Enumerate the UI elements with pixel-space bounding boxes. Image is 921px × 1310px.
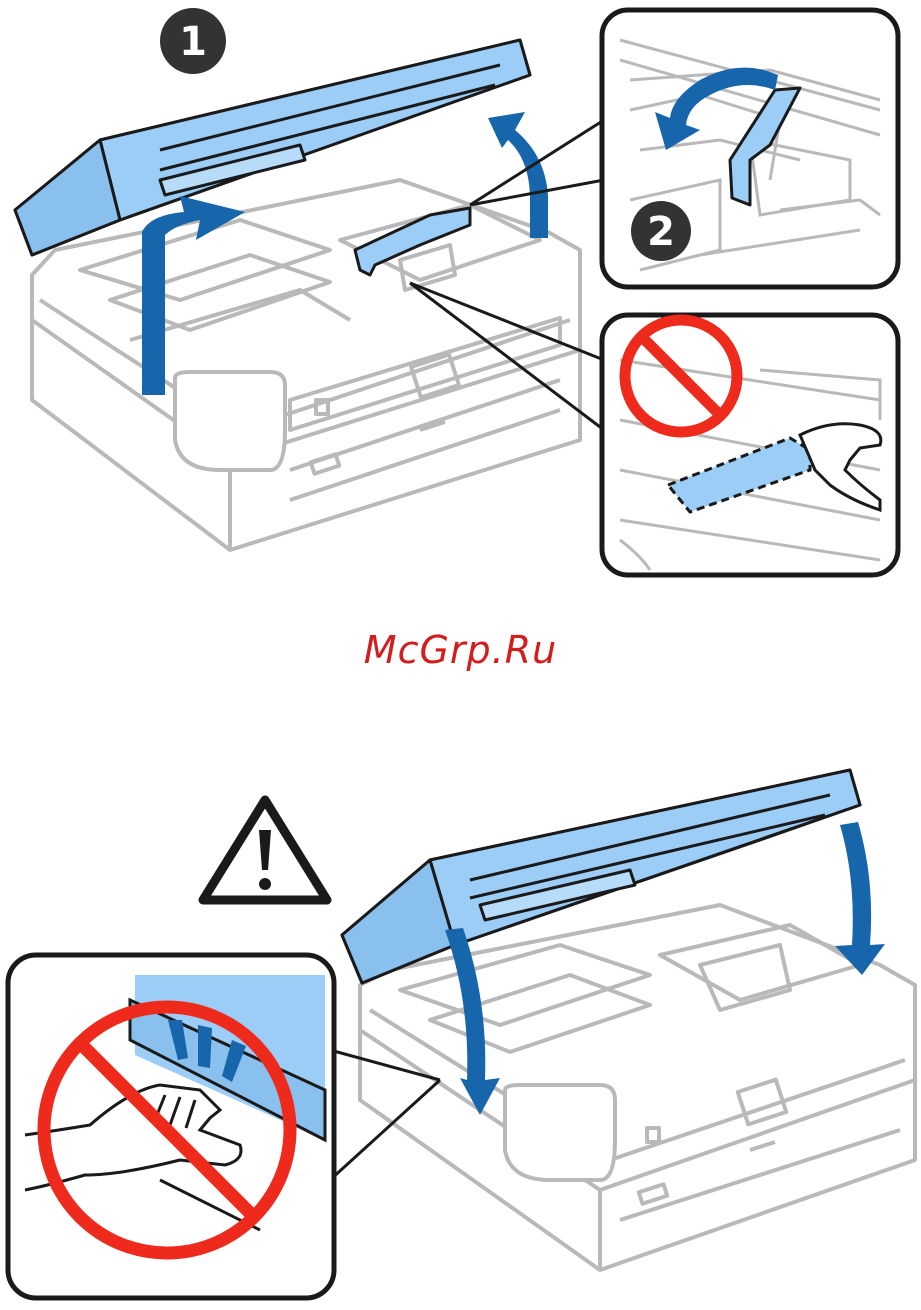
warning-triangle-icon	[203, 800, 327, 900]
inset-do-not-touch-cable	[602, 315, 898, 575]
printer-top	[32, 180, 580, 550]
watermark-text: McGrp.Ru	[0, 628, 921, 672]
inset-pinch-warning	[8, 955, 334, 1298]
step-2-label: 2	[647, 209, 675, 255]
printer-bottom	[360, 905, 915, 1270]
step-1-label: 1	[179, 19, 207, 65]
step-1-badge: 1	[160, 8, 226, 74]
inset-step-2: 2	[602, 10, 898, 287]
